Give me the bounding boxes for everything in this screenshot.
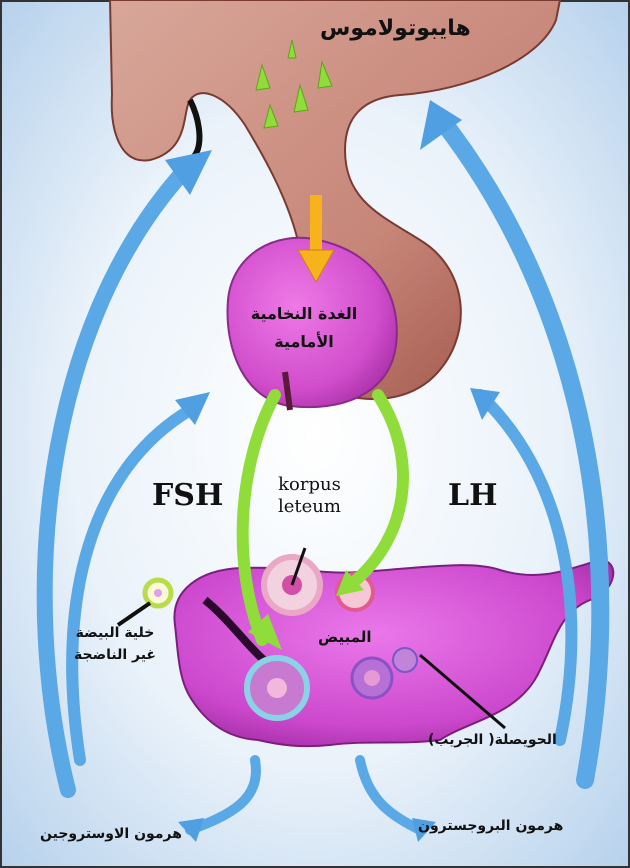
immature-egg-label-line1: خلية البيضة — [60, 622, 170, 644]
primary-follicle — [393, 648, 417, 672]
lh-label: LH — [448, 478, 497, 513]
corpus-luteum-label-line2: leteum — [278, 496, 341, 518]
anterior-pituitary-label: الغدة النخامية الأمامية — [244, 300, 364, 356]
corpus-luteum-label-line1: korpus — [278, 474, 341, 496]
fsh-label: FSH — [152, 478, 223, 513]
anterior-pituitary-label-line2: الأمامية — [244, 328, 364, 356]
estrogen-label: هرمون الاوستروجين — [40, 826, 182, 842]
progesterone-label: هرمون البروجسترون — [418, 818, 563, 834]
anterior-pituitary-label-line1: الغدة النخامية — [244, 300, 364, 328]
follicle-label: الحويصلة( الجريب) — [428, 732, 557, 748]
immature-egg-label: خلية البيضة غير الناضجة — [60, 622, 170, 666]
hypothalamus-label: هايبوتولاموس — [320, 16, 471, 41]
corpus-luteum-label: korpus leteum — [278, 474, 341, 518]
immature-egg-label-line2: غير الناضجة — [60, 644, 170, 666]
ovary-label: المبيض — [318, 628, 372, 646]
